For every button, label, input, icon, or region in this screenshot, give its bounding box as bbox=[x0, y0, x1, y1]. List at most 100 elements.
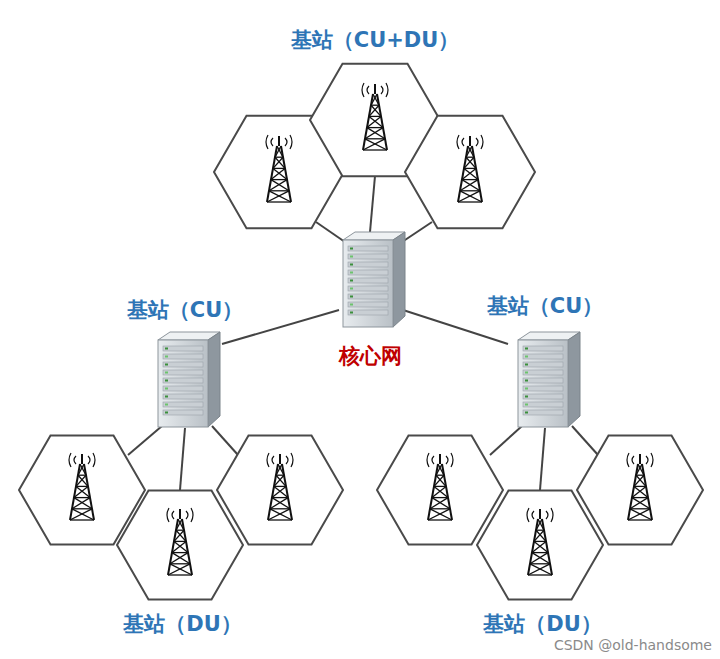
tower-stroke bbox=[266, 135, 268, 149]
tower-stroke bbox=[427, 453, 429, 467]
tower-stroke bbox=[278, 136, 280, 146]
node-label: 基站（CU+DU） bbox=[291, 26, 460, 54]
tower-stroke bbox=[430, 498, 448, 509]
tower-stroke bbox=[72, 498, 90, 509]
tower-icon bbox=[527, 508, 553, 575]
tower-stroke bbox=[530, 564, 552, 575]
tower-stroke bbox=[363, 149, 387, 150]
tower-stroke bbox=[269, 180, 287, 191]
tower-stroke bbox=[170, 564, 192, 575]
tower-stroke bbox=[634, 486, 648, 497]
tower-stroke bbox=[634, 475, 644, 486]
tower-stroke bbox=[464, 168, 478, 179]
tower-stroke bbox=[432, 498, 450, 509]
tower-stroke bbox=[534, 541, 546, 542]
server-node: 核心网 bbox=[325, 232, 415, 372]
tower-icon bbox=[167, 508, 193, 575]
link-line bbox=[572, 426, 598, 455]
tower-stroke bbox=[179, 509, 181, 519]
tower-stroke bbox=[462, 180, 480, 191]
tower-stroke bbox=[451, 453, 453, 467]
tower-stroke bbox=[186, 511, 188, 519]
tower-stroke bbox=[630, 508, 650, 509]
cell-cluster: 基站（DU） bbox=[375, 430, 710, 645]
tower-stroke bbox=[191, 508, 193, 522]
cell-cluster: 基站（CU+DU） bbox=[210, 18, 540, 250]
tower-icon bbox=[266, 135, 292, 202]
tower-stroke bbox=[630, 498, 648, 509]
tower-stroke bbox=[285, 138, 287, 146]
tower-icon bbox=[267, 453, 293, 520]
tower-stroke bbox=[428, 519, 452, 520]
tower-stroke bbox=[271, 138, 273, 146]
tower-stroke bbox=[632, 498, 650, 509]
tower-stroke bbox=[269, 190, 289, 191]
tower-stroke bbox=[276, 475, 286, 486]
cell-hexagon bbox=[477, 490, 603, 599]
server-icon bbox=[343, 232, 405, 327]
tower-stroke bbox=[272, 456, 274, 464]
tower-stroke bbox=[76, 486, 90, 497]
tower-stroke bbox=[275, 146, 281, 157]
tower-stroke bbox=[628, 509, 650, 520]
tower-stroke bbox=[170, 553, 188, 564]
tower-stroke bbox=[469, 136, 471, 146]
server-node: 基站（CU） bbox=[490, 288, 600, 432]
tower-stroke bbox=[369, 116, 381, 117]
link-line bbox=[212, 426, 238, 455]
tower-stroke bbox=[365, 139, 387, 150]
tower-icon bbox=[362, 83, 388, 150]
tower-stroke bbox=[530, 563, 550, 564]
tower-stroke bbox=[627, 453, 629, 467]
tower-stroke bbox=[275, 157, 285, 168]
tower-stroke bbox=[646, 456, 648, 464]
tower-stroke bbox=[174, 541, 186, 542]
tower-stroke bbox=[369, 116, 383, 127]
tower-stroke bbox=[274, 486, 286, 487]
tower-stroke bbox=[367, 116, 381, 127]
hexagon-cells bbox=[210, 18, 540, 250]
tower-stroke bbox=[271, 179, 287, 180]
tower-stroke bbox=[362, 83, 364, 97]
node-label: 核心网 bbox=[339, 342, 402, 370]
link-line bbox=[490, 426, 522, 455]
tower-stroke bbox=[527, 508, 529, 522]
tower-stroke bbox=[460, 191, 482, 202]
tower-stroke bbox=[436, 475, 446, 486]
tower-stroke bbox=[430, 508, 450, 509]
tower-stroke bbox=[267, 191, 289, 202]
tower-stroke bbox=[651, 453, 653, 467]
tower-stroke bbox=[551, 508, 553, 522]
tower-stroke bbox=[386, 83, 388, 97]
tower-stroke bbox=[81, 454, 83, 464]
tower-stroke bbox=[434, 475, 444, 486]
tower-stroke bbox=[371, 94, 377, 105]
tower-stroke bbox=[93, 453, 95, 467]
tower-stroke bbox=[367, 127, 383, 128]
tower-stroke bbox=[636, 464, 642, 475]
tower-stroke bbox=[532, 541, 546, 552]
tower-stroke bbox=[172, 511, 174, 519]
tower-stroke bbox=[528, 564, 550, 575]
tower-stroke bbox=[286, 456, 288, 464]
tower-stroke bbox=[88, 456, 90, 464]
tower-stroke bbox=[72, 508, 92, 509]
tower-stroke bbox=[273, 168, 287, 179]
tower-stroke bbox=[268, 509, 290, 520]
link-line bbox=[402, 222, 432, 242]
tower-stroke bbox=[168, 574, 192, 575]
tower-stroke bbox=[532, 552, 548, 553]
tower-stroke bbox=[170, 563, 190, 564]
tower-stroke bbox=[274, 486, 288, 497]
tower-stroke bbox=[290, 135, 292, 149]
tower-stroke bbox=[271, 180, 289, 191]
tower-stroke bbox=[432, 456, 434, 464]
tower-stroke bbox=[74, 497, 90, 498]
tower-stroke bbox=[430, 509, 452, 520]
server-node: 基站（CU） bbox=[130, 292, 240, 432]
tower-stroke bbox=[270, 508, 290, 509]
tower-stroke bbox=[172, 552, 188, 553]
tower-stroke bbox=[460, 180, 478, 191]
tower-stroke bbox=[528, 574, 552, 575]
tower-stroke bbox=[176, 530, 186, 541]
